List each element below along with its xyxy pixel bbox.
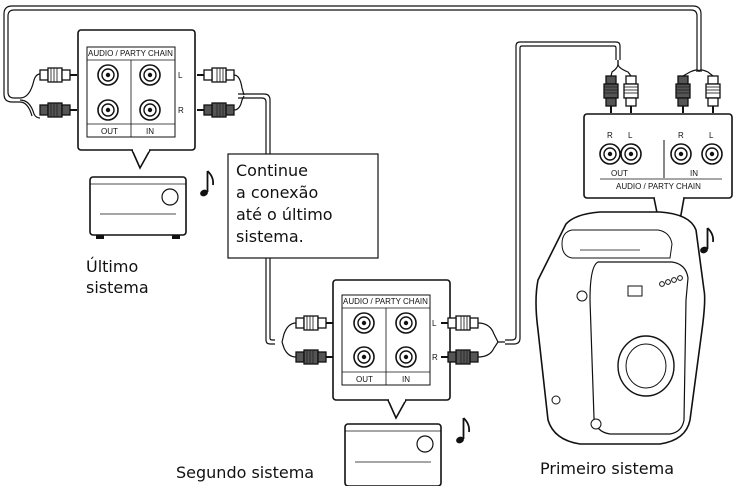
rca-plug-icon xyxy=(39,102,78,118)
rca-jack-icon[interactable] xyxy=(97,64,119,86)
note-line-4: sistema. xyxy=(236,227,304,246)
last-panel-title: AUDIO / PARTY CHAIN xyxy=(88,49,173,58)
rca-jack-icon[interactable] xyxy=(670,143,692,165)
first-out-label: OUT xyxy=(611,169,628,178)
rca-jack-icon[interactable] xyxy=(395,312,417,334)
last-system-caption-line2: sistema xyxy=(86,278,149,297)
note-line-2: a conexão xyxy=(236,183,318,202)
rca-jack-icon[interactable] xyxy=(353,312,375,334)
note-line-3: até o último xyxy=(236,205,333,224)
first-panel-title: AUDIO / PARTY CHAIN xyxy=(616,182,701,191)
note-line-1: Continue xyxy=(236,161,308,180)
rca-plug-icon xyxy=(295,315,334,331)
rca-plug-icon xyxy=(39,67,78,83)
second-out-label: OUT xyxy=(356,375,373,384)
last-in-label: IN xyxy=(146,127,154,136)
first-in-r-label: R xyxy=(678,131,684,140)
rca-jack-icon[interactable] xyxy=(139,64,161,86)
last-system-panel: AUDIO / PARTY CHAIN OUT IN L R xyxy=(77,29,196,170)
rca-plug-icon xyxy=(705,75,721,114)
first-in-label: IN xyxy=(690,169,698,178)
first-out-r-label: R xyxy=(607,131,613,140)
rca-jack-icon[interactable] xyxy=(353,346,375,368)
rca-plug-icon xyxy=(603,75,619,114)
first-out-l-label: L xyxy=(628,131,633,140)
last-system-device xyxy=(89,176,187,239)
first-system-plugs xyxy=(603,60,721,114)
rca-jack-icon[interactable] xyxy=(701,143,723,165)
second-panel-title: AUDIO / PARTY CHAIN xyxy=(343,297,428,306)
music-note-icon xyxy=(198,170,215,199)
rca-jack-icon[interactable] xyxy=(395,346,417,368)
continue-note: Continue a conexão até o último sistema. xyxy=(227,153,379,259)
rca-plug-icon xyxy=(623,75,639,114)
rca-jack-icon[interactable] xyxy=(599,143,621,165)
splitter-left-last xyxy=(19,73,41,119)
rca-jack-icon[interactable] xyxy=(139,99,161,121)
second-system-device xyxy=(344,423,442,486)
music-note-icon xyxy=(698,227,715,256)
last-left-label: L xyxy=(178,71,183,80)
first-system-speaker xyxy=(535,211,706,445)
first-in-l-label: L xyxy=(709,131,714,140)
second-left-label: L xyxy=(432,319,437,328)
last-right-label: R xyxy=(178,106,184,115)
last-system-caption-line1: Último xyxy=(86,257,138,276)
second-right-label: R xyxy=(432,353,438,362)
music-note-icon xyxy=(454,417,471,446)
rca-plug-icon xyxy=(675,75,691,114)
rca-plug-icon xyxy=(196,102,235,118)
second-system-panel: AUDIO / PARTY CHAIN OUT IN L R xyxy=(332,279,451,420)
rca-jack-icon[interactable] xyxy=(620,143,642,165)
last-out-label: OUT xyxy=(101,127,118,136)
first-system-caption: Primeiro sistema xyxy=(540,459,674,478)
rca-jack-icon[interactable] xyxy=(97,99,119,121)
second-in-label: IN xyxy=(402,375,410,384)
cables xyxy=(3,5,702,345)
rca-plug-icon xyxy=(295,349,334,365)
rca-plug-icon xyxy=(196,67,235,83)
second-system-caption: Segundo sistema xyxy=(176,463,314,482)
